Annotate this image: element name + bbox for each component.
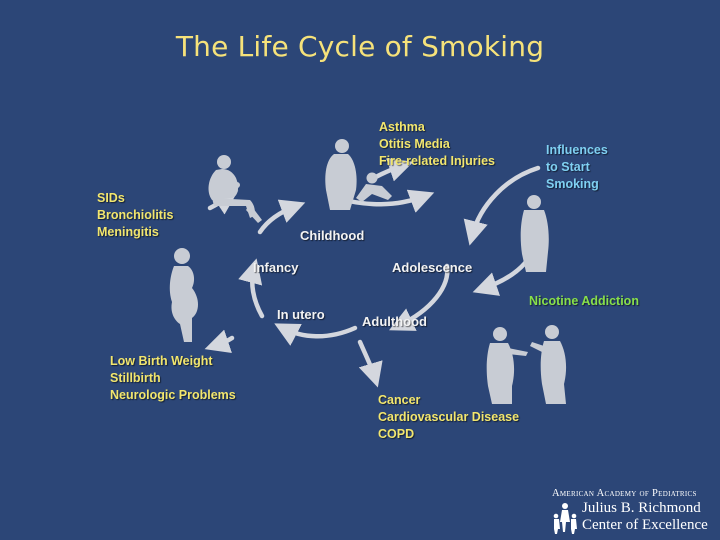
infancy-effects: SIDs Bronchiolitis Meningitis: [97, 191, 174, 239]
logo-line-1: American Academy of Pediatrics: [552, 488, 697, 499]
stage-infancy: Infancy: [253, 260, 299, 275]
arrow-adulthood-to-in-utero: [274, 323, 358, 346]
arrow-in-utero-effects: [204, 329, 235, 354]
childhood-effects: Asthma Otitis Media Fire-related Injurie…: [379, 120, 496, 168]
logo-line-2: Julius B. Richmond: [582, 500, 701, 516]
arrow-in-utero-to-infancy: [238, 258, 265, 319]
logo-line-3: Center of Excellence: [582, 517, 708, 533]
arrow-influences: [463, 165, 541, 246]
parent-with-child-figure: [325, 139, 392, 210]
in-utero-effects: Low Birth Weight Stillbirth Neurologic P…: [110, 354, 236, 402]
pregnant-woman-figure: [169, 248, 198, 342]
slide-title: The Life Cycle of Smoking: [175, 30, 545, 63]
adults-figure: [486, 325, 567, 404]
influences-to-start-smoking: Influences to Start Smoking: [546, 143, 608, 191]
adolescent-figure: [520, 195, 549, 272]
arrow-adulthood-effects: [357, 339, 383, 388]
stage-in-utero: In utero: [277, 307, 325, 322]
arrow-infancy-to-childhood: [257, 199, 306, 235]
nicotine-addiction-label: Nicotine Addiction: [529, 294, 639, 308]
family-logo-icon: [553, 503, 577, 534]
stage-adolescence: Adolescence: [392, 260, 473, 275]
adulthood-effects: Cancer Cardiovascular Disease COPD: [378, 393, 520, 441]
stage-adulthood: Adulthood: [362, 314, 427, 329]
arrow-adolescence-to-adulthood: [389, 263, 450, 331]
stage-childhood: Childhood: [300, 228, 365, 243]
mother-with-baby-figure: [208, 155, 262, 223]
